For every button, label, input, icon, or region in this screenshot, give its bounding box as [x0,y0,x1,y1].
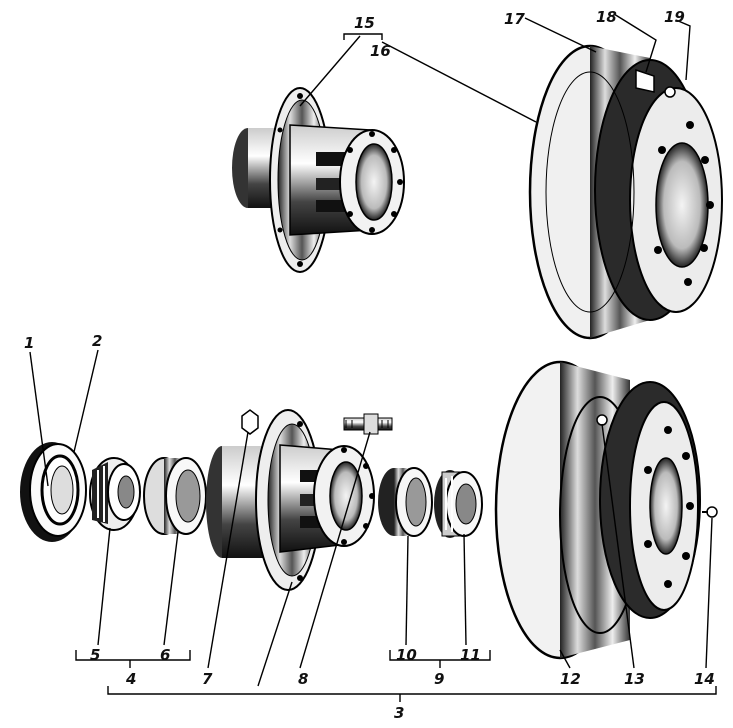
label-19: 19 [664,8,685,26]
label-10: 10 [396,646,417,664]
label-7: 7 [202,670,213,688]
part-labels: 15 16 17 18 19 1 2 5 6 4 7 8 10 11 9 12 … [24,8,715,722]
label-13: 13 [624,670,645,688]
label-5: 5 [90,646,100,664]
label-17: 17 [504,10,525,28]
label-4: 4 [125,670,136,688]
upper-hub-assembly [232,88,404,272]
leader-lines [29,13,717,702]
inner-bearing [90,458,140,530]
upper-brake-drum [530,46,722,338]
lower-brake-drum [496,362,700,658]
label-9: 9 [434,670,444,688]
outer-bearing-race [378,468,432,536]
label-12: 12 [560,670,581,688]
label-11: 11 [460,646,481,664]
label-16: 16 [370,42,391,60]
label-1: 1 [24,334,34,352]
label-3: 3 [394,704,404,722]
bearing-race [144,458,206,534]
label-18: 18 [596,8,617,26]
label-14: 14 [694,670,715,688]
outer-bearing [434,470,482,538]
label-8: 8 [298,670,308,688]
seal-ring [20,442,86,542]
drum-screw [702,507,717,517]
wheel-stud [344,414,392,434]
label-2: 2 [92,332,102,350]
label-6: 6 [160,646,170,664]
label-15: 15 [354,14,375,32]
